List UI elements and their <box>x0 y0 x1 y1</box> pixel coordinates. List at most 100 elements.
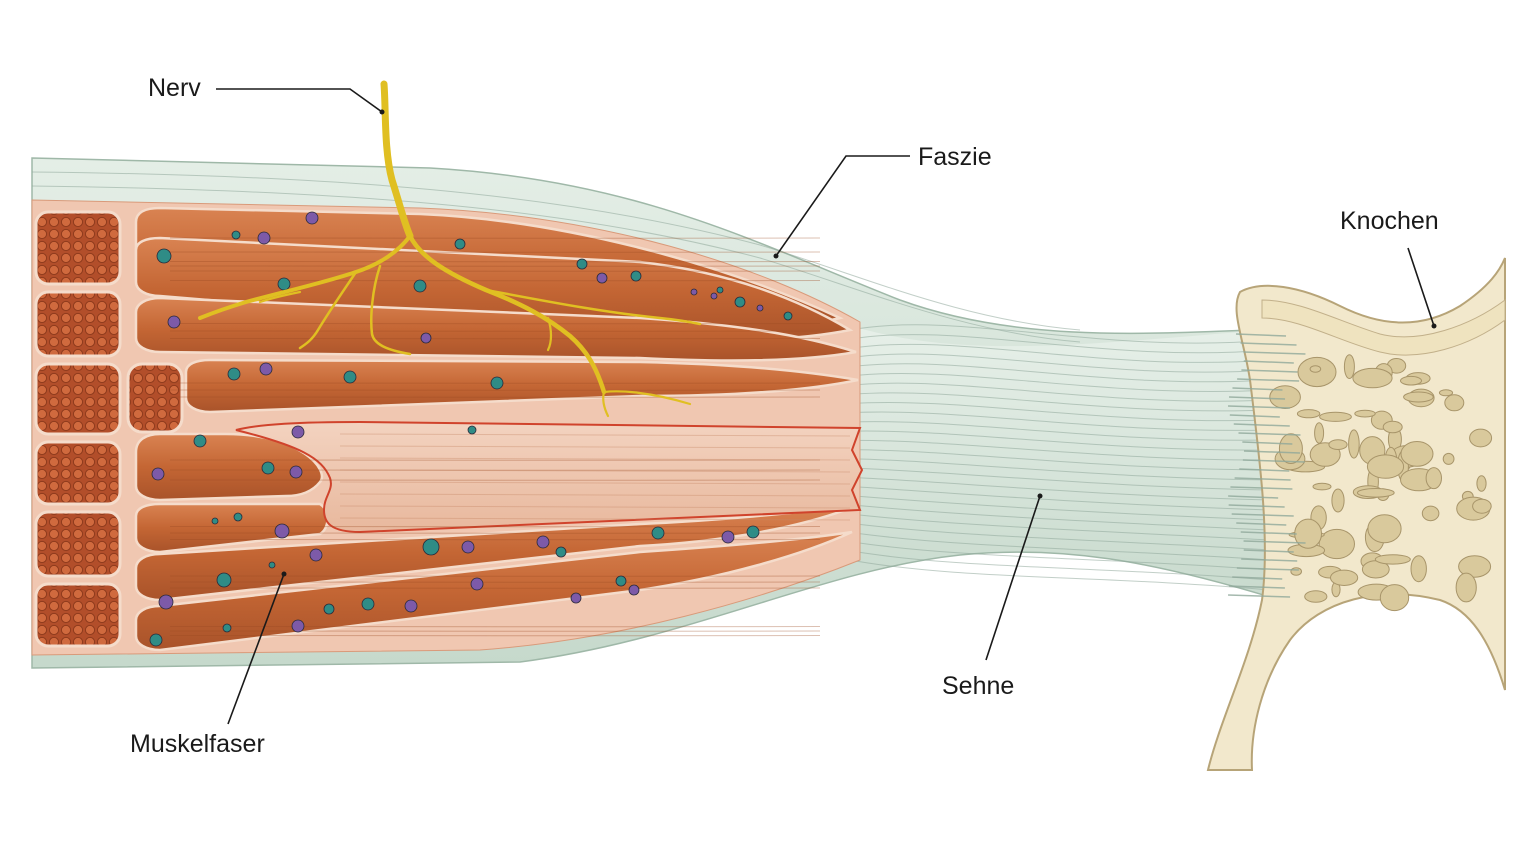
leader-dot <box>281 571 287 577</box>
cell-nucleus <box>151 467 165 481</box>
cell-nucleus <box>461 540 475 554</box>
nerve-branch <box>602 390 692 406</box>
cell-nucleus <box>291 619 305 633</box>
bone-cortex <box>1261 299 1506 356</box>
bone-pore <box>1472 498 1492 514</box>
cell-nucleus <box>167 315 181 329</box>
insertion-fiber <box>1243 540 1306 544</box>
muscle-fiber <box>134 296 857 362</box>
cell-nucleus <box>746 525 760 539</box>
tendon-fiber-line <box>849 531 1271 561</box>
myotendinous-junction <box>235 420 864 534</box>
insertion-fiber <box>1239 468 1290 472</box>
insertion-fiber <box>1237 378 1300 382</box>
striation-line <box>339 517 851 521</box>
bone-pore <box>1442 452 1455 465</box>
muscle-fiber <box>134 236 854 342</box>
insertion-fiber <box>1229 414 1280 418</box>
cell-nucleus <box>222 623 232 633</box>
nerve-branch <box>602 390 610 418</box>
insertion-fiber <box>1228 585 1285 589</box>
tendon-fiber-line <box>849 363 1271 383</box>
tendon-fiber-line <box>849 421 1271 441</box>
bone-pore <box>1367 514 1402 544</box>
tendon-fiber-line <box>849 550 1271 581</box>
nerve-branch <box>407 233 607 395</box>
tendon-fiber-line <box>849 382 1271 402</box>
leader-line-nerve <box>216 88 383 113</box>
tendon-fiber-line <box>849 541 1271 571</box>
cell-nucleus <box>721 530 735 544</box>
nerve-branch <box>258 290 302 304</box>
insertion-fiber <box>1242 441 1293 445</box>
bone-pore <box>1294 518 1322 549</box>
cell-nucleus <box>259 362 273 376</box>
leader-line-fascia <box>775 155 910 257</box>
cell-nucleus <box>628 584 640 596</box>
nerve-trunk <box>380 80 414 240</box>
cell-nucleus <box>783 311 793 321</box>
cell-nucleus <box>555 546 567 558</box>
tendon-fiber-line <box>849 522 1271 551</box>
bone-pore <box>1330 569 1359 586</box>
insertion-fiber <box>1243 450 1301 454</box>
nerve-branch <box>484 288 702 326</box>
leader-dot <box>773 253 779 259</box>
label-tendon-group: Sehne <box>942 493 1043 700</box>
bone-pore <box>1290 567 1302 576</box>
insertion-fiber <box>1233 423 1290 427</box>
cell-nucleus <box>323 603 335 615</box>
insertion-fiber <box>1232 387 1283 391</box>
cell-nucleus <box>716 286 724 294</box>
cell-nucleus <box>289 465 303 479</box>
tendon-fiber-line <box>849 334 1271 354</box>
tendon-fiber-line <box>849 372 1271 392</box>
tendon-fiber-line <box>849 485 1271 511</box>
label-muscle-fiber: Muskelfaser <box>130 730 265 758</box>
tendon-fiber-line <box>849 343 1271 363</box>
cell-nucleus <box>211 517 219 525</box>
tendon-fiber-line <box>849 392 1271 412</box>
bone-pore <box>1382 420 1403 434</box>
cell-nucleus <box>615 575 627 587</box>
insertion-fiber <box>1243 351 1306 355</box>
leader-line-bone <box>1407 247 1435 327</box>
bone-pore <box>1421 505 1440 522</box>
insertion-fiber <box>1229 396 1286 400</box>
bone-pore <box>1343 354 1355 380</box>
insertion-fiber <box>1243 549 1294 553</box>
bone-pore <box>1400 441 1434 467</box>
bone-pore <box>1366 454 1405 479</box>
cell-nucleus <box>420 332 432 344</box>
fascicle-cross-section <box>34 210 122 286</box>
cell-nucleus <box>454 238 466 250</box>
insertion-fiber <box>1242 459 1305 463</box>
cell-nucleus <box>536 535 550 549</box>
label-fascia: Faszie <box>918 143 992 171</box>
insertion-fiber <box>1230 486 1293 490</box>
bone-pore <box>1348 429 1360 459</box>
tendon-fiber-line <box>849 430 1271 451</box>
cell-nucleus <box>309 548 323 562</box>
cell-nucleus <box>630 270 642 282</box>
cell-nucleus <box>422 538 440 556</box>
fascicle-cross-section <box>34 582 122 648</box>
cell-nucleus <box>596 272 608 284</box>
spongy-bone-pores <box>1269 354 1493 612</box>
cell-nucleus <box>216 572 232 588</box>
insertion-fiber <box>1228 594 1291 598</box>
tendon-fiber-line <box>849 476 1271 501</box>
insertion-fiber <box>1228 504 1285 508</box>
leader-line-tendon <box>985 495 1041 661</box>
striation-line <box>339 457 851 461</box>
tendon-fiber-line <box>849 559 1271 591</box>
insertion-fiber <box>1241 558 1298 562</box>
cell-nucleus <box>710 292 718 300</box>
cell-nucleus <box>305 211 319 225</box>
bone-pore <box>1331 488 1345 513</box>
insertion-fiber <box>1236 567 1299 571</box>
cell-nucleus <box>343 370 357 384</box>
leader-line-muscle-fiber <box>227 573 285 725</box>
cell-nucleus <box>261 461 275 475</box>
bone-pore <box>1400 375 1422 386</box>
